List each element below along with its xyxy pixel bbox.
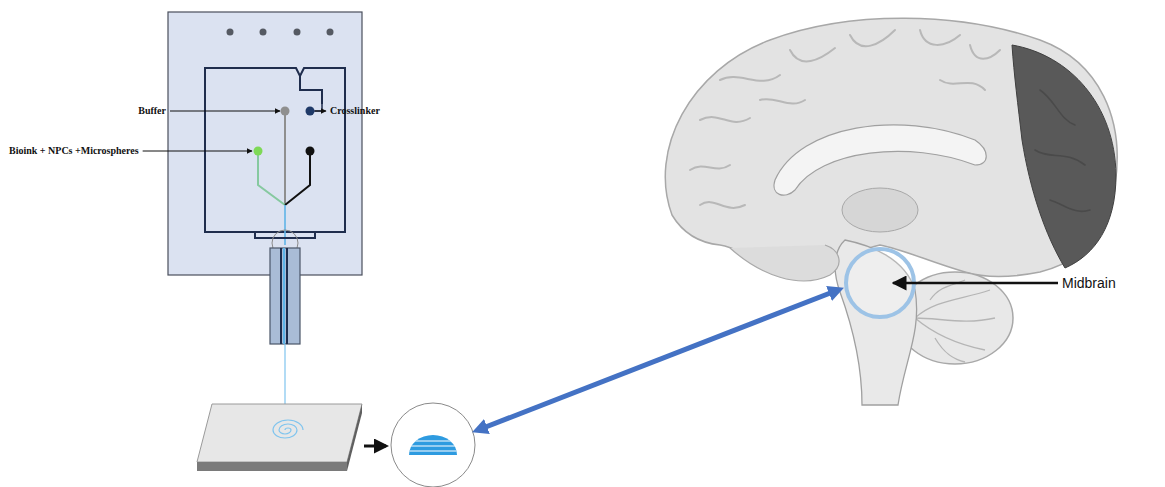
inlet-label: Crosslinker <box>330 105 380 117</box>
brain-sagittal <box>665 18 1117 405</box>
inlet-label: Bioink + NPCs +Microspheres <box>9 145 139 157</box>
leader-arrow <box>143 151 252 152</box>
print-nozzle <box>270 248 300 424</box>
leader-arrow <box>893 282 1058 285</box>
correspondence-arrow <box>478 290 838 430</box>
leader-arrow <box>315 111 326 112</box>
inlet-label: Buffer <box>138 105 166 117</box>
microfluidic-chip <box>168 12 362 275</box>
leader-arrow <box>170 111 280 112</box>
printed-construct <box>391 403 475 487</box>
print-plate <box>197 404 386 471</box>
region-label: Midbrain <box>1062 275 1116 291</box>
